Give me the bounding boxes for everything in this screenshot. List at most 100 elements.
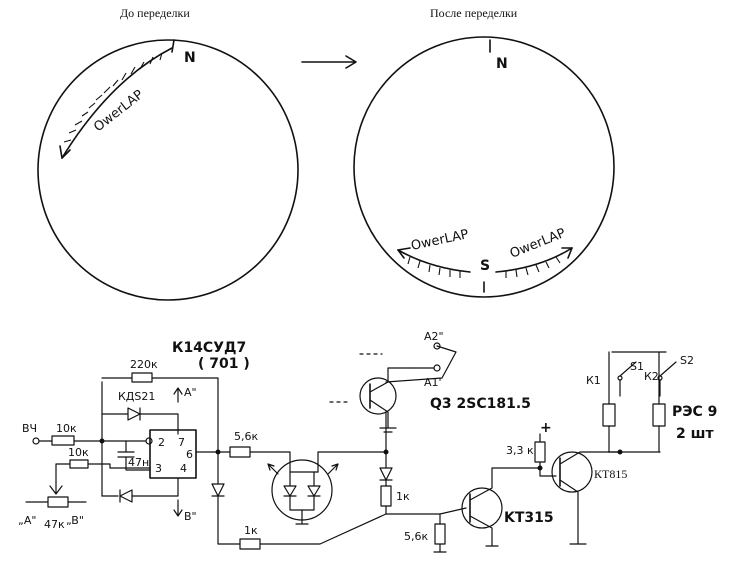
kt815-label: КТ815	[594, 467, 627, 481]
a2-label: A2"	[424, 330, 444, 343]
cap-label: 47н	[128, 456, 149, 469]
r-mid-label: 1к	[396, 490, 410, 503]
diode-2	[119, 489, 133, 503]
pin-2-dot	[145, 437, 153, 445]
resistor-220k	[131, 372, 153, 383]
left-dial-arrowhead	[59, 145, 71, 159]
led-1-emission	[267, 463, 279, 475]
kt315-emitter	[469, 515, 493, 547]
resistor-1k-bottom	[239, 538, 261, 550]
resistor-in-10k-2	[69, 459, 89, 469]
left-dial-hatching	[63, 52, 163, 143]
r-emit-ground	[433, 543, 447, 553]
node-junction-1	[99, 438, 105, 444]
s1-label: S1	[630, 360, 644, 373]
input-terminal	[32, 437, 40, 445]
diode-3	[211, 483, 225, 497]
left-dial: N OwerLAP	[37, 39, 299, 301]
wire-fb-right	[151, 377, 219, 451]
pin-2: 2	[158, 436, 165, 449]
resistor-3-3k	[534, 441, 546, 463]
k1-label: К1	[586, 374, 601, 387]
schematic: К14СУД7 ( 701 ) 220к КДS21 A" 2 7 3 4 6 …	[18, 330, 717, 553]
kt815-circle	[551, 451, 593, 493]
right-dial-right-hatching	[505, 256, 561, 278]
wire-opto-right	[317, 451, 387, 473]
led-1	[283, 485, 297, 497]
phototransistor-collector	[369, 367, 415, 393]
a1-label: A1'	[424, 376, 442, 389]
resistor-in-10k-1	[51, 435, 75, 446]
node-a-label: A"	[184, 386, 197, 399]
wire-a2-loop	[385, 345, 457, 383]
transform-arrow	[301, 55, 357, 69]
right-dial-right-arc	[495, 247, 573, 273]
pin-3: 3	[155, 462, 162, 475]
right-dial-left-arrowhead	[397, 247, 411, 259]
relay-top-leads	[608, 351, 660, 405]
right-dial: N S OwerLAP OwerLAP	[353, 36, 615, 298]
right-dial-pole-n: N	[496, 56, 508, 72]
terminal-a2	[433, 342, 441, 350]
kt315-collector	[469, 467, 541, 501]
relay-qty-label: 2 шт	[676, 426, 714, 442]
wire-bottom-right	[259, 513, 387, 545]
kt815-collector	[559, 451, 621, 465]
diode-fb-label: КДS21	[118, 390, 155, 403]
q3-label: Q3 2SC181.5	[430, 396, 531, 412]
pin-6: 6	[186, 448, 193, 461]
right-dial-pole-s: S	[480, 258, 490, 274]
resistor-1k-mid	[380, 485, 392, 507]
node-junction-4	[537, 465, 543, 471]
wire-out-2	[249, 451, 291, 473]
plus-label: +	[540, 420, 552, 436]
resistor-5-6k-emit	[434, 523, 446, 545]
input-label: ВЧ	[22, 422, 37, 435]
arrow-b-node	[173, 499, 183, 517]
arrow-a-node	[173, 387, 183, 403]
pot-b-label: „B"	[66, 514, 84, 527]
wire-diode2-right	[131, 477, 179, 497]
r-out-label: 5,6к	[234, 430, 258, 443]
relay-coil-leads	[608, 425, 660, 453]
k2-label: К2	[644, 370, 659, 383]
right-dial-left-hatching	[407, 256, 461, 278]
left-dial-circle	[37, 39, 299, 301]
pot-a-label: „A"	[18, 514, 37, 527]
wire-diode-right	[139, 413, 179, 435]
s2-label: S2	[680, 354, 694, 367]
right-dial-circle	[353, 36, 615, 298]
phototransistor-circle	[359, 377, 397, 415]
left-dial-pole-n: N	[184, 50, 196, 66]
chip-body	[149, 429, 197, 479]
r-in2-label: 10к	[68, 446, 89, 459]
pin-7: 7	[178, 436, 185, 449]
led-2	[307, 485, 321, 497]
kt315-label: KT315	[504, 510, 554, 526]
chip-alt-label: ( 701 )	[198, 356, 250, 372]
caption-before: До переделки	[120, 6, 190, 20]
relay-label: РЭС 9	[672, 404, 717, 420]
switch-leads	[619, 379, 661, 397]
pot-wiper	[49, 469, 63, 495]
phototransistor-emitter	[369, 399, 389, 429]
led-ground	[295, 509, 309, 525]
right-dial-left-label: OwerLAP	[410, 227, 470, 254]
pot-label: 47к	[44, 518, 65, 531]
relay-coil-2	[652, 403, 666, 427]
caption-after: После переделки	[430, 6, 518, 20]
wire-mid-to-kt315	[385, 479, 467, 515]
left-dial-marker	[171, 39, 175, 53]
right-dial-right-arrowhead	[561, 247, 573, 259]
switch-blades	[619, 361, 677, 377]
chip-label: К14СУД7	[172, 340, 246, 356]
left-dial-arc	[61, 47, 173, 159]
led-2-emission	[327, 463, 339, 475]
diode-kd521	[127, 407, 141, 421]
right-dial-left-arc	[397, 249, 471, 273]
terminal-a1	[433, 364, 441, 372]
pin-4: 4	[180, 462, 187, 475]
phototransistor-ground	[379, 427, 397, 433]
